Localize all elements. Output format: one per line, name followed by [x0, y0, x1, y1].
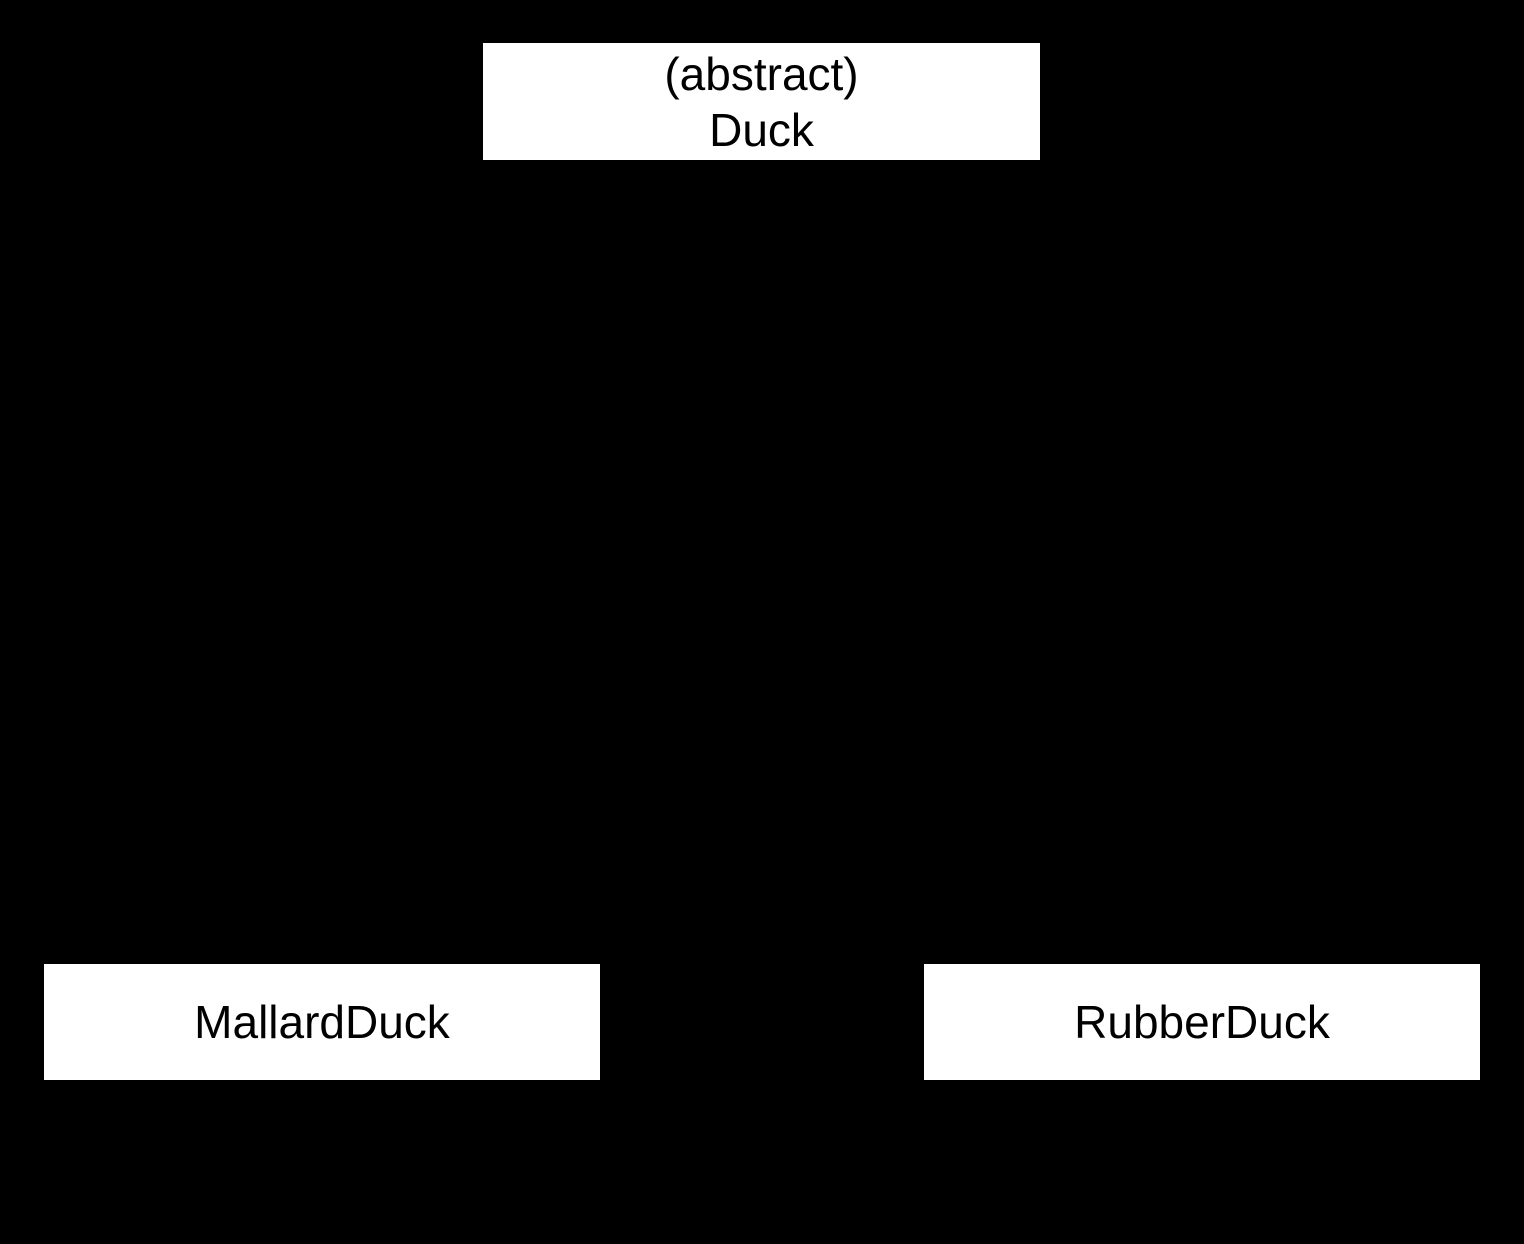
class-name-label: MallardDuck	[194, 996, 450, 1048]
class-node-duck: (abstract) Duck	[483, 43, 1040, 160]
class-stereotype-label: (abstract)	[664, 47, 859, 100]
class-node-rubberduck: RubberDuck	[924, 964, 1480, 1080]
class-name-label: Duck	[709, 103, 814, 156]
class-node-mallardduck: MallardDuck	[44, 964, 600, 1080]
class-name-label: RubberDuck	[1074, 996, 1330, 1048]
